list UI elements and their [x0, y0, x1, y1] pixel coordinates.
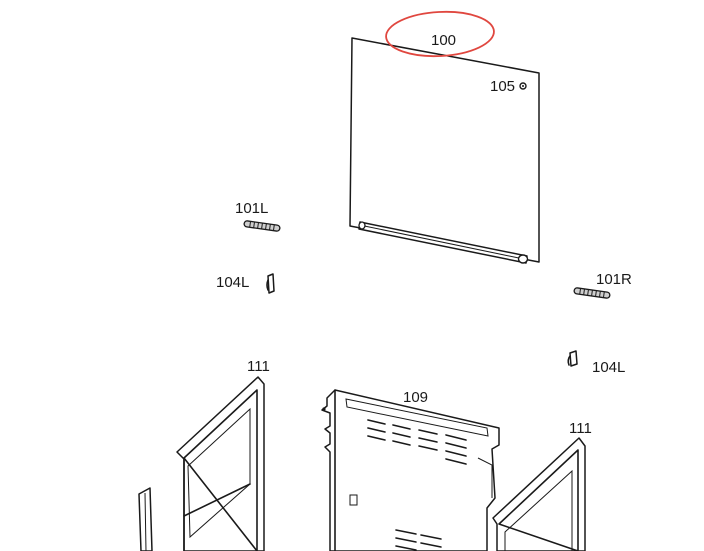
door-frame-111-left[interactable]	[176, 376, 265, 551]
label-101r: 101R	[596, 271, 632, 288]
label-104l-left: 104L	[216, 274, 249, 291]
glass-bottom-rail	[358, 221, 529, 264]
label-104l-right: 104L	[592, 359, 625, 376]
label-109: 109	[403, 389, 428, 406]
glass-panel-100[interactable]	[349, 37, 540, 263]
vent-slots	[367, 419, 467, 551]
door-frame-111-right[interactable]	[492, 437, 586, 551]
hinge-pin-101l[interactable]	[243, 220, 281, 232]
label-111-right: 111	[569, 420, 592, 437]
label-105: 105	[490, 78, 515, 95]
label-111-left: 111	[247, 358, 270, 375]
highlight-circle	[385, 10, 495, 58]
hole-105[interactable]	[519, 82, 527, 90]
label-101l: 101L	[235, 200, 268, 217]
side-strip-left	[138, 487, 153, 551]
hinge-pin-101r[interactable]	[573, 287, 611, 299]
clip-104l-left[interactable]	[266, 273, 275, 294]
clip-104l-right[interactable]	[567, 350, 578, 367]
inner-panel-109[interactable]	[321, 389, 500, 551]
label-100: 100	[431, 32, 456, 49]
